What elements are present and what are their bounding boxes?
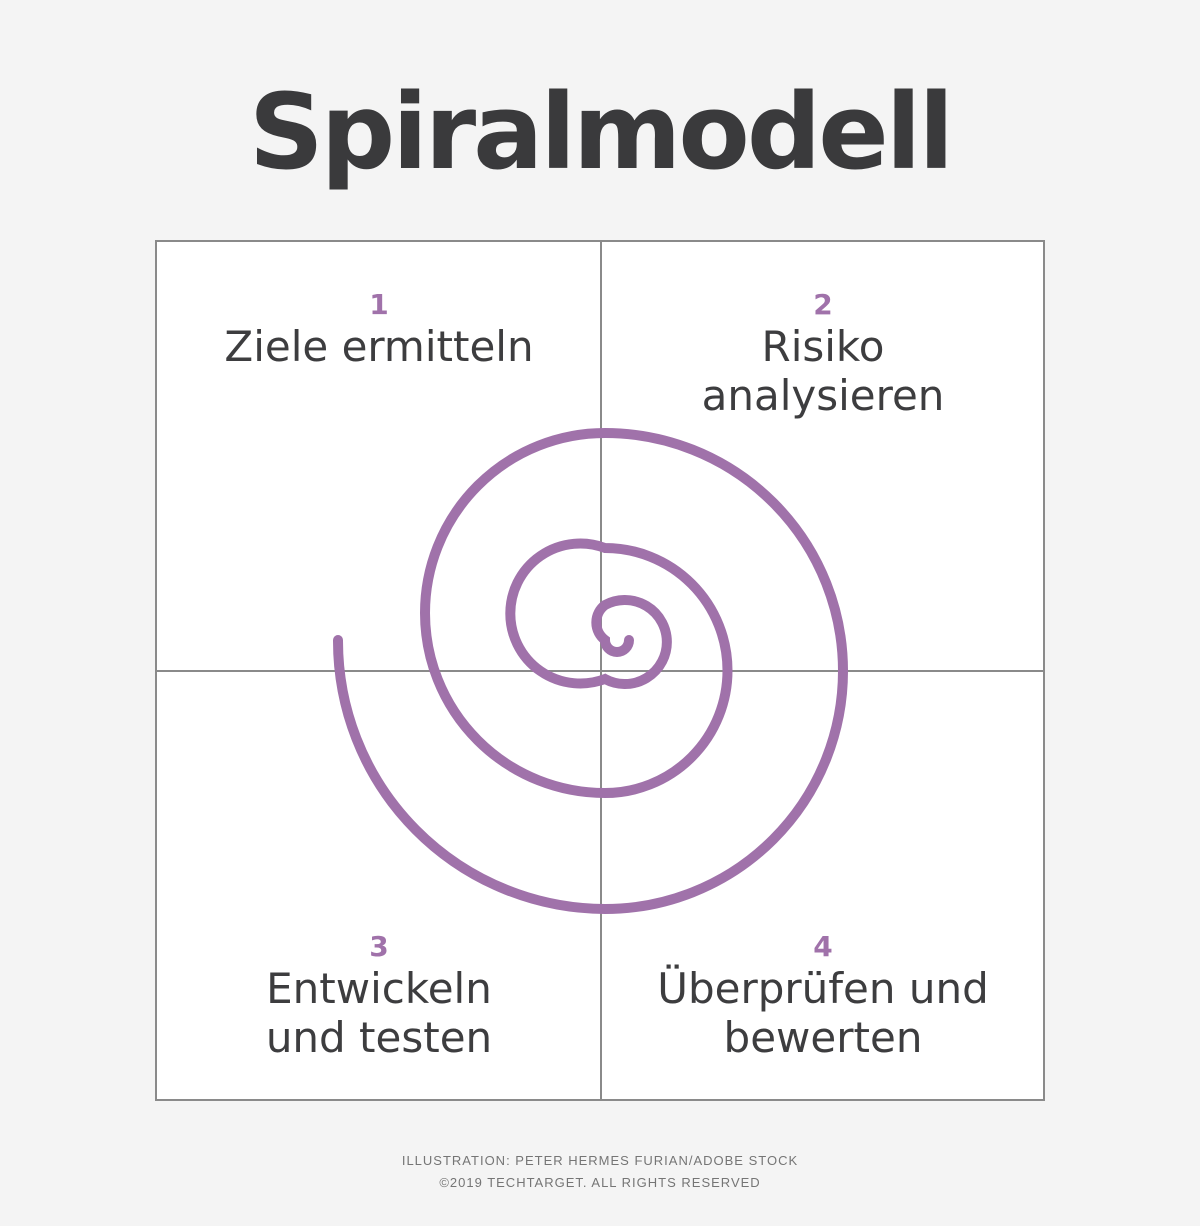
spiral-diagram: 1 Ziele ermitteln 2 Risiko analysieren 3…: [155, 240, 1045, 1101]
illustration-credit: ILLUSTRATION: PETER HERMES FURIAN/ADOBE …: [401, 1153, 799, 1168]
quadrant-4: 4 Überprüfen und bewerten: [601, 930, 1045, 1062]
horizontal-divider: [157, 670, 1043, 672]
quadrant-label: Ziele ermitteln: [224, 322, 534, 371]
quadrant-number: 2: [813, 288, 833, 321]
quadrant-label: Entwickeln und testen: [265, 964, 493, 1062]
copyright-notice: ©2019 TECHTARGET. ALL RIGHTS RESERVED: [439, 1175, 761, 1190]
quadrant-number: 4: [813, 930, 833, 963]
page-title: Spiralmodell: [248, 71, 954, 193]
quadrant-label: Überprüfen und bewerten: [657, 964, 989, 1062]
quadrant-3: 3 Entwickeln und testen: [157, 930, 601, 1062]
quadrant-label: Risiko analysieren: [701, 322, 945, 420]
quadrant-2: 2 Risiko analysieren: [601, 288, 1045, 420]
quadrant-1: 1 Ziele ermitteln: [157, 288, 601, 371]
quadrant-number: 3: [369, 930, 389, 963]
quadrant-number: 1: [369, 288, 389, 321]
